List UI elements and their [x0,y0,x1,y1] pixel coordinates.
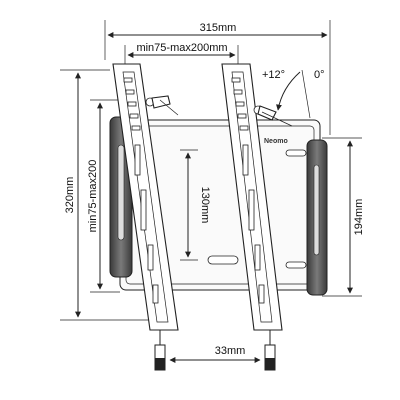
vesa-width-dimension: min75-max200mm [124,42,239,75]
left-mounting-arm [112,63,179,371]
tilt-zero-label: 0° [314,69,325,81]
inner-height-label: 130mm [199,187,211,224]
vesa-width-label: min75-max200mm [136,42,227,54]
vesa-height-dimension: min75-max200 [87,99,120,293]
left-arm-safety-bolt [154,330,166,371]
brand-logo: Neomo [264,138,288,145]
right-spacer-pad [306,139,328,296]
depth-dimension: 33mm [169,345,261,363]
tilt-plus-label: +12° [262,69,285,81]
right-arm-safety-bolt [264,330,276,371]
plate-height-label: 194mm [353,199,365,236]
tilt-indicator: +12° 0° [262,69,325,119]
overall-height-label: 320mm [64,177,76,214]
depth-label: 33mm [215,345,246,357]
overall-width-dimension: 315mm [104,20,331,135]
right-arm-holes [231,77,265,304]
inner-height-dimension: 130mm [180,149,211,261]
plate-height-dimension: 194mm [322,137,365,297]
overall-width-label: 315mm [200,22,237,34]
overall-height-dimension: 320mm [60,69,160,321]
left-arm-holes [123,77,159,304]
right-mounting-arm [221,63,293,371]
vesa-height-label: min75-max200 [87,160,99,233]
